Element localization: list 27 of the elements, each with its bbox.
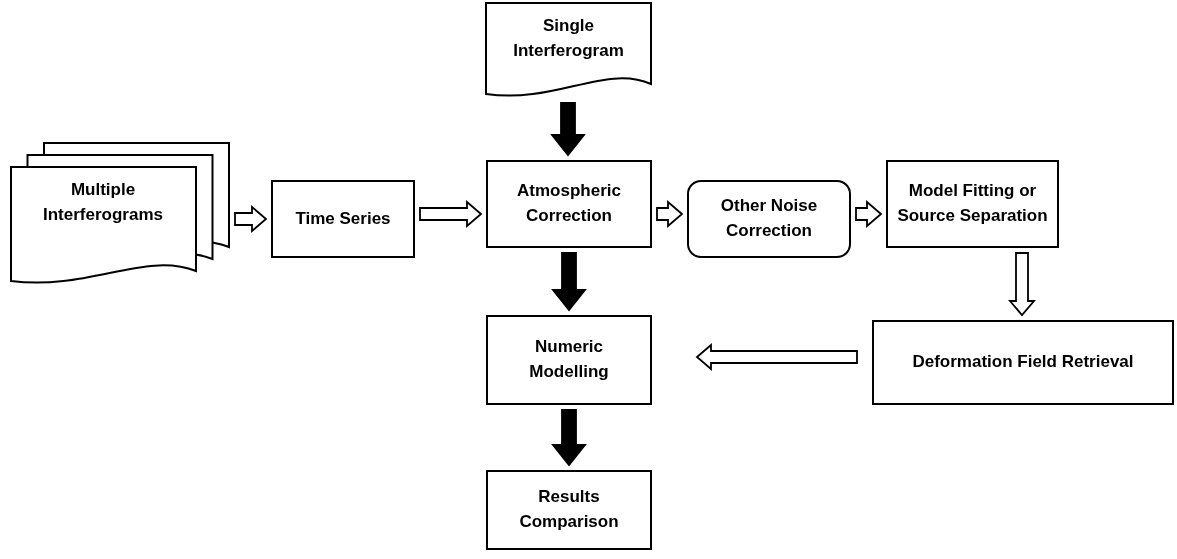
block-arrow	[551, 409, 587, 467]
node-label: Numeric Modelling	[528, 336, 610, 383]
process-box	[886, 160, 1059, 248]
block-arrow	[695, 343, 858, 371]
block-arrow	[1008, 252, 1036, 317]
block-arrow	[550, 102, 586, 157]
node-label: Atmospheric Correction	[516, 180, 622, 227]
rounded-process-box	[687, 180, 851, 258]
process-box	[872, 320, 1174, 405]
process-box	[486, 470, 652, 550]
process-box	[486, 315, 652, 405]
block-arrow	[551, 252, 587, 312]
node-label: Results Comparison	[518, 486, 620, 533]
document-stack	[10, 142, 230, 285]
node-label: Other Noise Correction	[719, 195, 819, 242]
process-box	[271, 180, 415, 258]
block-arrow	[234, 205, 268, 233]
node-label: Model Fitting or Source Separation	[896, 180, 1049, 227]
document-shape	[485, 2, 652, 98]
node-label: Single Interferogram	[512, 15, 625, 62]
block-arrow	[656, 200, 684, 228]
node-label: Deformation Field Retrieval	[911, 351, 1135, 374]
node-label: Time Series	[294, 207, 392, 230]
block-arrow	[419, 200, 483, 228]
node-label: Multiple Interferograms	[42, 178, 164, 226]
block-arrow	[855, 200, 883, 228]
process-box	[486, 160, 652, 248]
